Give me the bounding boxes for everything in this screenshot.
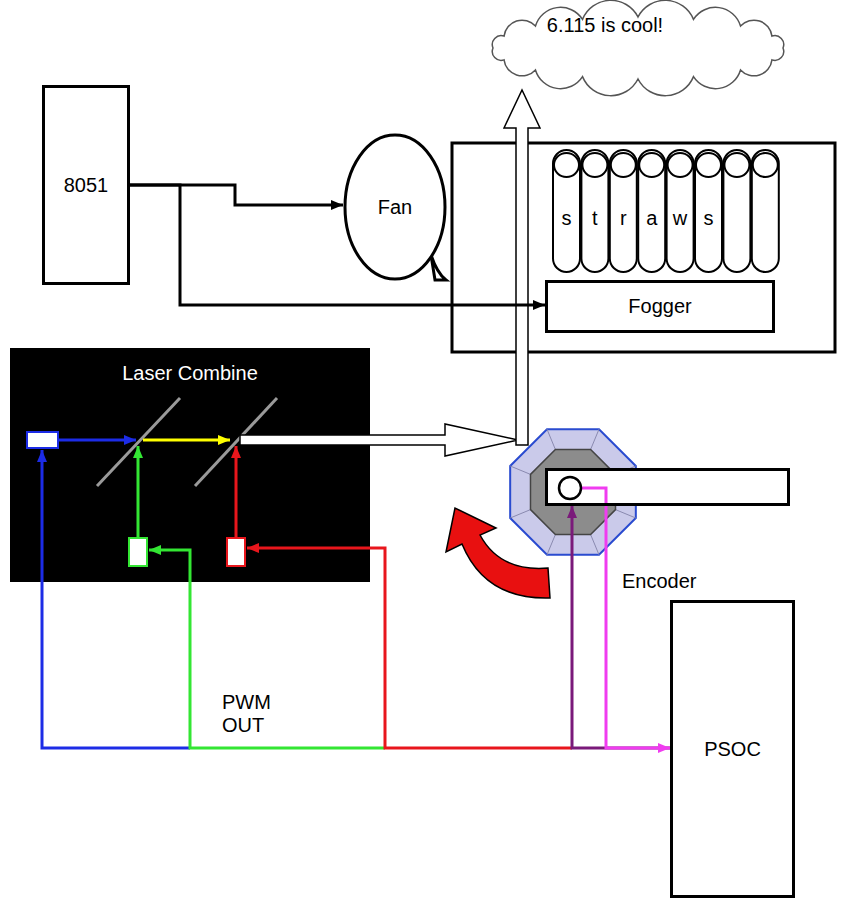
- fog-enclosure: [452, 143, 835, 352]
- straw: [695, 150, 722, 272]
- rotation-arrow: [446, 508, 550, 598]
- signal-label: PWM OUT: [222, 691, 284, 737]
- fan-shape: Fan: [343, 133, 447, 281]
- facet-edge: [510, 466, 530, 474]
- straw-end: [554, 153, 579, 177]
- straw-letter: a: [640, 207, 664, 230]
- beam-arrow: [504, 90, 540, 445]
- blue-beam: [58, 439, 136, 442]
- facet-edge: [591, 429, 599, 449]
- straw: [581, 150, 608, 272]
- node-text: PSOC: [704, 738, 761, 761]
- straw-end: [611, 153, 636, 177]
- connector: [606, 506, 670, 748]
- pwm-wire: [42, 450, 190, 748]
- facet-edge: [547, 534, 555, 554]
- fan-outline: [345, 135, 445, 279]
- straw-bundle: [553, 150, 779, 272]
- connector: [572, 506, 670, 748]
- node-text: 8051: [64, 174, 109, 197]
- straw: [553, 150, 580, 272]
- blue-laser: [27, 432, 58, 448]
- node-text: Fan: [378, 196, 412, 219]
- laser-box: Laser Combine: [10, 348, 370, 582]
- straw: [638, 150, 665, 272]
- straw: [723, 150, 750, 272]
- facet-edge: [591, 534, 599, 554]
- straw-end: [753, 153, 778, 177]
- facet-edge: [547, 429, 555, 449]
- green-beam: [137, 446, 140, 538]
- fan-outlet: [431, 255, 446, 280]
- connector: [130, 185, 545, 305]
- node-text: Encoder: [622, 570, 697, 593]
- straw-end: [668, 153, 693, 177]
- process-box: PSOC: [670, 600, 795, 898]
- yellow-beam: [143, 439, 230, 442]
- process-box: Fogger: [545, 280, 775, 333]
- straw-letter: s: [555, 207, 579, 230]
- process-box: 8051: [42, 85, 130, 285]
- red-beam: [235, 446, 238, 538]
- node-text: Fogger: [628, 295, 691, 318]
- straw-letter: r: [611, 207, 635, 230]
- straw-letter: s: [697, 207, 721, 230]
- straw: [667, 150, 694, 272]
- encoder-wire: [581, 488, 606, 503]
- straw-letter: t: [583, 207, 607, 230]
- pwm-wire: [149, 550, 385, 748]
- encoder-outline: [548, 471, 787, 503]
- node-text: 6.115 is cool!: [547, 14, 663, 37]
- facet-edge: [510, 510, 530, 518]
- straw: [752, 150, 779, 272]
- encoder-sensor: [559, 477, 581, 499]
- facet-edge: [615, 510, 635, 518]
- straw-letter: w: [668, 207, 692, 230]
- straw-end: [639, 153, 664, 177]
- encoder-bar: Encoder: [545, 468, 790, 506]
- straw-end: [696, 153, 721, 177]
- node-text: Laser Combine: [122, 362, 258, 385]
- straw-end: [724, 153, 749, 177]
- connector: [130, 185, 343, 205]
- cloud-outline: [492, 0, 783, 95]
- green-laser: [129, 538, 147, 566]
- red-laser: [227, 538, 245, 566]
- cloud-callout: 6.115 is cool!: [478, 2, 798, 94]
- beam-arrow: [240, 424, 518, 456]
- straw-end: [582, 153, 607, 177]
- straw: [610, 150, 637, 272]
